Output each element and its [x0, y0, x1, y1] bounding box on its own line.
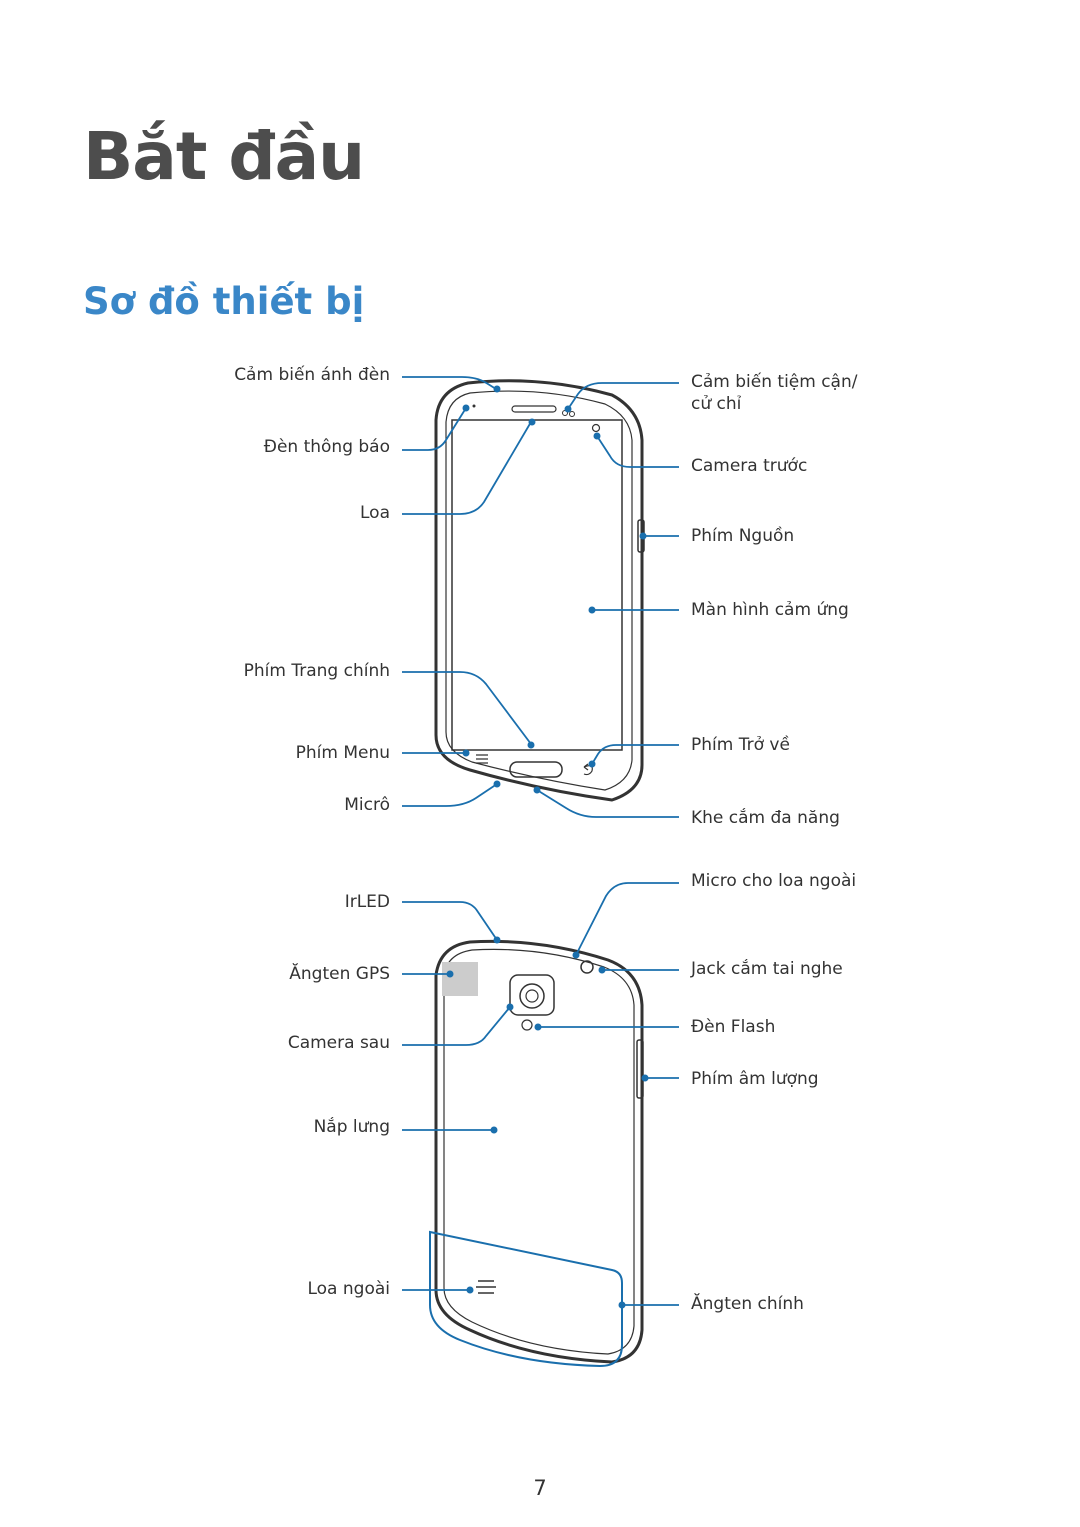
label-proximity-line1: Cảm biến tiệm cận/: [691, 372, 858, 392]
flash-icon: [521, 1019, 533, 1031]
main-antenna-region: [429, 1230, 623, 1368]
touch-screen-area: [451, 419, 623, 751]
back-body-outline: [434, 939, 644, 1364]
label-light-sensor: Cảm biến ánh đèn: [234, 365, 390, 385]
menu-key-icon: [476, 754, 488, 764]
label-menu-key: Phím Menu: [295, 743, 390, 763]
front-device: [434, 379, 645, 802]
label-back-cover: Nắp lưng: [313, 1117, 390, 1137]
label-earpiece: Loa: [360, 503, 390, 523]
back-device: [434, 939, 644, 1364]
label-multipurpose-jack: Khe cắm đa năng: [691, 808, 840, 828]
chapter-title: Bắt đầu: [83, 118, 365, 195]
label-microphone: Micrô: [344, 795, 390, 815]
label-speaker: Loa ngoài: [307, 1279, 390, 1299]
label-main-antenna: Ăngten chính: [691, 1294, 804, 1314]
front-bezel: [445, 390, 633, 791]
front-camera-icon: [591, 423, 601, 433]
label-volume-key: Phím âm lượng: [691, 1069, 819, 1089]
label-back-key: Phím Trở về: [691, 735, 790, 755]
label-headset-jack: Jack cắm tai nghe: [691, 959, 843, 979]
home-key-shape: [509, 761, 563, 778]
callout-lines: [402, 376, 679, 1368]
page-number: 7: [533, 1476, 547, 1500]
label-flash: Đèn Flash: [691, 1017, 776, 1037]
speaker-grille-icon: [476, 1280, 496, 1294]
earpiece-grille: [511, 405, 557, 413]
rear-camera-lens-icon: [519, 983, 545, 1009]
label-home-key: Phím Trang chính: [243, 661, 390, 681]
label-rear-camera: Camera sau: [287, 1033, 390, 1053]
label-speakerphone-mic: Micro cho loa ngoài: [691, 871, 857, 891]
back-key-icon: [583, 763, 593, 776]
label-proximity-line2: cử chỉ: [691, 394, 742, 414]
section-title: Sơ đồ thiết bị: [83, 280, 365, 323]
label-notification-led: Đèn thông báo: [263, 437, 390, 457]
rear-camera-housing: [509, 974, 555, 1016]
front-body-outline: [434, 379, 644, 802]
callout-dots: [446, 385, 649, 1309]
label-gps-antenna: Ăngten GPS: [289, 964, 390, 984]
gps-antenna-area: [442, 962, 478, 996]
label-touch-screen: Màn hình cảm ứng: [691, 600, 849, 620]
headset-jack-icon: [580, 960, 594, 974]
label-irled: IrLED: [344, 892, 390, 912]
volume-key-shape: [636, 1039, 644, 1099]
label-power-key: Phím Nguồn: [691, 526, 795, 546]
label-front-camera: Camera trước: [691, 456, 808, 476]
